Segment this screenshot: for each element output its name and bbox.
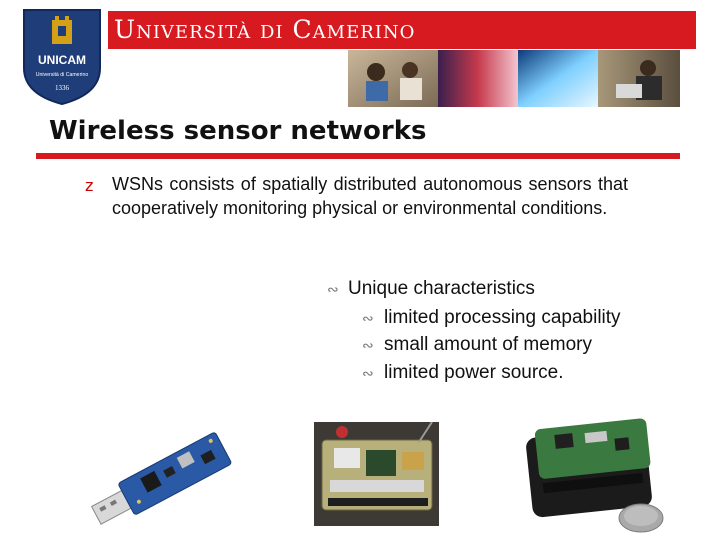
- sensor-board-image: [314, 422, 439, 526]
- sensor-node-image: [526, 418, 664, 533]
- logo-name: UNICAM: [38, 53, 86, 67]
- wave-bullet-icon: ∾: [327, 281, 339, 297]
- wave-bullet-icon: ∾: [362, 337, 374, 353]
- list-item: limited power source.: [384, 362, 564, 383]
- header-banner: [108, 11, 696, 49]
- sub-heading: Unique characteristics: [348, 278, 535, 299]
- list-item: small amount of memory: [384, 334, 593, 355]
- list-item: limited processing capability: [384, 307, 621, 328]
- university-title: Università di Camerino: [114, 15, 416, 44]
- z-bullet-icon: z: [85, 176, 94, 195]
- wave-bullet-icon: ∾: [362, 365, 374, 381]
- logo-year: 1336: [55, 84, 70, 92]
- logo-subtitle: Università di Camerino: [36, 72, 89, 78]
- wave-bullet-icon: ∾: [362, 310, 374, 326]
- title-underline: [36, 153, 680, 159]
- bullet-text: WSNs consists of spatially distributed a…: [112, 174, 628, 218]
- usb-sensor-image: [90, 432, 232, 525]
- unicam-logo: UNICAM Università di Camerino 1336: [23, 9, 101, 106]
- slide-title: Wireless sensor networks: [49, 116, 427, 146]
- header-photo-strip: [348, 50, 680, 107]
